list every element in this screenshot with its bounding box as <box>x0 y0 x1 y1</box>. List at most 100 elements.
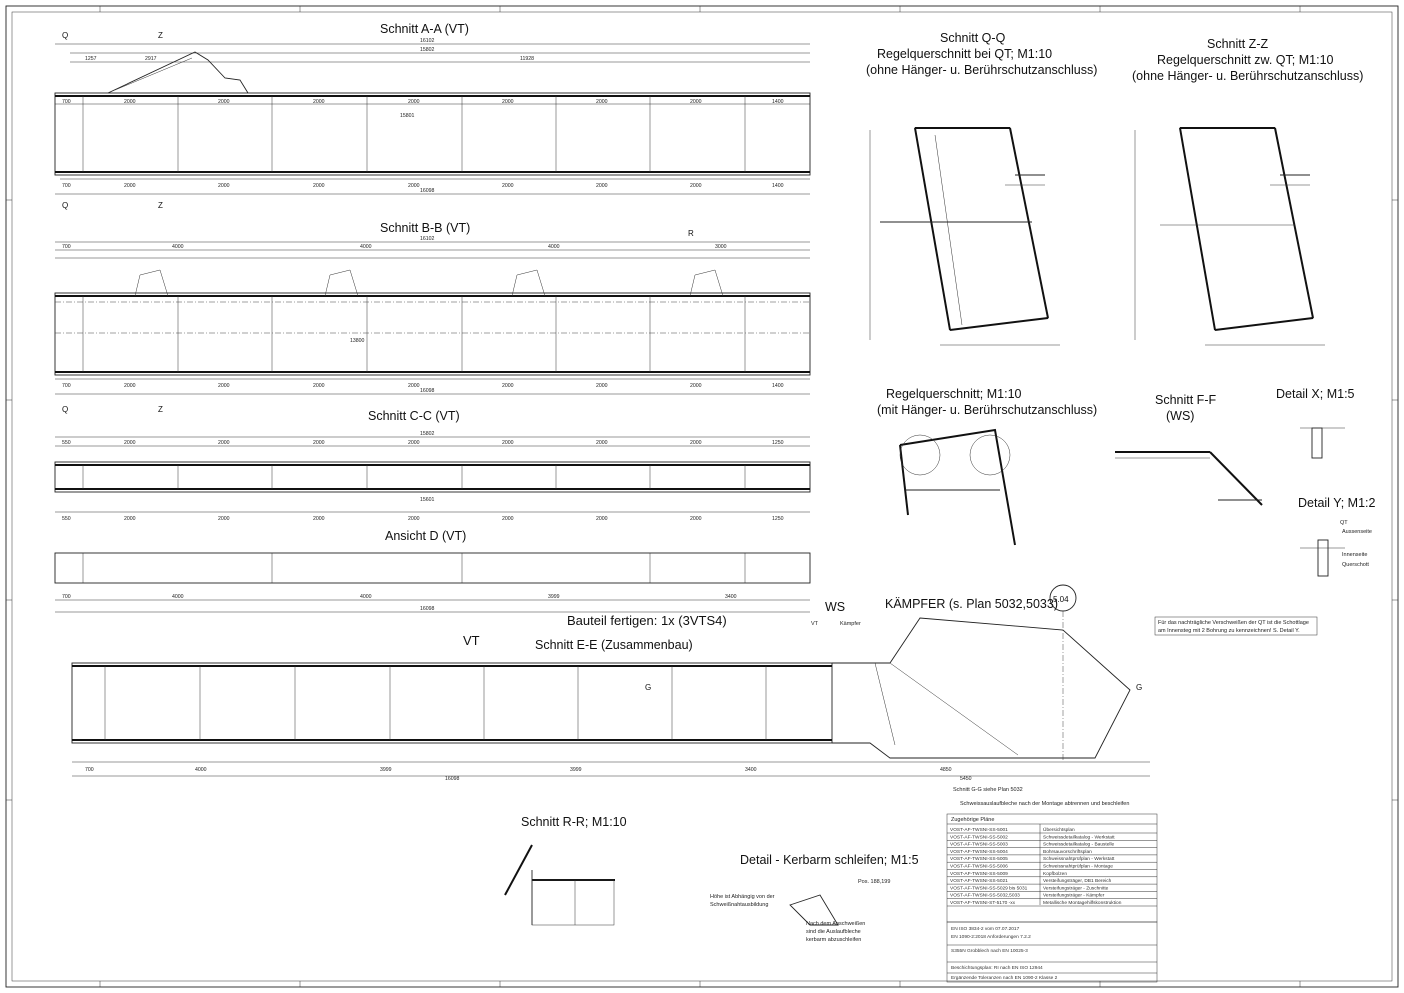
section-mark-z-bb: Z <box>158 405 163 414</box>
dim-aa-2: 2917 <box>145 56 157 62</box>
title-zz-1: Schnitt Z-Z <box>1207 37 1268 51</box>
svg-text:Querschott: Querschott <box>1342 562 1369 568</box>
dim-aa-inner: 15802 <box>420 47 435 53</box>
svg-text:QT: QT <box>1340 520 1348 526</box>
svg-text:2000: 2000 <box>408 183 420 189</box>
svg-text:2000: 2000 <box>408 383 420 389</box>
label-kaempfer-small: Kämpfer <box>840 621 861 627</box>
svg-text:Ergänzende Toleranzen nach EN: Ergänzende Toleranzen nach EN 1090-2 Kla… <box>951 975 1058 981</box>
section-mark-z-bottom: Z <box>158 201 163 210</box>
plan-number: VOST-AF-TWSNI-SS-5006 <box>950 864 1008 870</box>
svg-text:Schweißnahtausbildung: Schweißnahtausbildung <box>710 902 768 908</box>
plan-number: VOST-AF-TWSNI-SS-5021 <box>950 878 1008 884</box>
svg-text:4850: 4850 <box>940 767 952 773</box>
title-rq-2: (mit Hänger- u. Berührschutzanschluss) <box>877 403 1097 417</box>
section-mark-g-right: G <box>1136 683 1142 692</box>
svg-text:Nach dem Anschweißen: Nach dem Anschweißen <box>806 921 865 927</box>
svg-text:S355N Grobblech nach EN 10025-: S355N Grobblech nach EN 10025-3 <box>951 948 1028 954</box>
svg-text:Schnitt G-G siehe Plan 5032: Schnitt G-G siehe Plan 5032 <box>953 787 1023 793</box>
dim-bb-total: 16102 <box>420 236 435 242</box>
title-schnitt-aa: Schnitt A-A (VT) <box>380 22 469 36</box>
svg-text:3400: 3400 <box>725 594 737 600</box>
svg-text:1400: 1400 <box>772 183 784 189</box>
svg-text:2000: 2000 <box>313 383 325 389</box>
svg-text:2000: 2000 <box>124 383 136 389</box>
plan-description: Versteifungsträger, DB1 Bereich <box>1043 878 1112 884</box>
dim-bb-mid: 13800 <box>350 338 365 344</box>
plan-description: Schweissnahtprüfplan - Montage <box>1043 864 1113 870</box>
view-schnitt-bb: Schnitt B-B (VT) 16102 700 4000 4000 400… <box>54 221 811 414</box>
view-schnitt-rr: Schnitt R-R; M1:10 <box>504 815 627 926</box>
svg-text:2000: 2000 <box>408 516 420 522</box>
sheet-frame <box>5 5 1399 988</box>
dim-bb-bottom: 16098 <box>420 388 435 394</box>
plan-number: VOST-AF-TWSNI-ST-5170 -xx <box>950 900 1016 906</box>
svg-text:2000: 2000 <box>690 516 702 522</box>
plan-description: Versteifungsträger - Kämpfer <box>1043 893 1105 899</box>
title-schnitt-rr: Schnitt R-R; M1:10 <box>521 815 627 829</box>
title-schnitt-ee: Schnitt E-E (Zusammenbau) <box>535 638 693 652</box>
plan-number: VOST-AF-TWSNI-SS-5002 <box>950 834 1008 840</box>
svg-text:2000: 2000 <box>596 440 608 446</box>
title-block: EN ISO 3834-2 vom 07.07.2017 EN 1090-2:2… <box>946 921 1158 983</box>
section-mark-z: Z <box>158 31 163 40</box>
dim-ee-total: 16098 <box>445 776 460 782</box>
plan-number: VOST-AF-TWSNI-SS-5005 <box>950 856 1008 862</box>
svg-text:3999: 3999 <box>570 767 582 773</box>
svg-text:2000: 2000 <box>313 183 325 189</box>
svg-text:1400: 1400 <box>772 383 784 389</box>
plan-description: Schweissnahtprüfplan - Werkstatt <box>1043 856 1115 862</box>
view-detail-kerbarm: Detail - Kerbarm schleifen; M1:5 Höhe is… <box>710 853 919 943</box>
dim-cc-total: 15802 <box>420 431 435 437</box>
view-ansicht-d: Ansicht D (VT) 700 4000 4000 3999 3400 1… <box>54 529 811 613</box>
dim-d-total: 16098 <box>420 606 435 612</box>
svg-text:2000: 2000 <box>313 99 325 105</box>
svg-text:2000: 2000 <box>502 516 514 522</box>
svg-text:2000: 2000 <box>218 516 230 522</box>
label-kaempfer: KÄMPFER (s. Plan 5032,5033) <box>885 597 1058 611</box>
dim-aa-1: 1257 <box>85 56 97 62</box>
view-schnitt-ee: Bauteil fertigen: 1x (3VTS4) VT Schnitt … <box>71 584 1150 782</box>
dim-ee-total2: 5450 <box>960 776 972 782</box>
note-qt-box: Für das nachträgliche Verschweißen der Q… <box>1154 616 1318 636</box>
svg-text:3400: 3400 <box>745 767 757 773</box>
section-mark-q-bottom: Q <box>62 201 68 210</box>
svg-text:kerbarm abzuschleifen: kerbarm abzuschleifen <box>806 937 861 943</box>
svg-text:Zugehörige Pläne: Zugehörige Pläne <box>951 817 994 823</box>
svg-text:2000: 2000 <box>690 440 702 446</box>
plan-description: Schweissdetailkatalog - Baustelle <box>1043 842 1115 848</box>
aa-field-dims: 700 2000 2000 2000 2000 2000 2000 2000 1… <box>62 99 784 189</box>
svg-text:2000: 2000 <box>313 516 325 522</box>
svg-text:Höhe ist Abhängig von der: Höhe ist Abhängig von der <box>710 894 775 900</box>
svg-text:Für das nachträgliche Verschwe: Für das nachträgliche Verschweißen der Q… <box>1158 620 1309 626</box>
plan-number: VOST-AF-TWSNI-SS-5029 bis 5031 <box>950 885 1028 891</box>
bb-field-dims: 700 2000 2000 2000 2000 2000 2000 2000 1… <box>62 383 784 389</box>
svg-text:4000: 4000 <box>172 244 184 250</box>
svg-text:2000: 2000 <box>690 383 702 389</box>
view-schnitt-aa: Schnitt A-A (VT) 16102 15802 1257 2917 1… <box>54 22 811 210</box>
svg-text:550: 550 <box>62 516 71 522</box>
dim-aa-mid: 15801 <box>400 113 415 119</box>
plan-description: Bohrsauvorschriftsplan <box>1043 849 1092 855</box>
label-vt-small: VT <box>811 621 819 627</box>
view-schnitt-qq: Schnitt Q-Q Regelquerschnitt bei QT; M1:… <box>866 31 1097 346</box>
section-mark-q-bb: Q <box>62 405 68 414</box>
svg-text:2000: 2000 <box>124 440 136 446</box>
dim-cc-mid: 15601 <box>420 497 435 503</box>
plan-description: Übersichtsplan <box>1043 826 1075 833</box>
view-schnitt-zz: Schnitt Z-Z Regelquerschnitt zw. QT; M1:… <box>1132 37 1363 346</box>
svg-text:3999: 3999 <box>548 594 560 600</box>
plan-description: Kopfbolzen <box>1043 871 1067 877</box>
svg-text:2000: 2000 <box>218 99 230 105</box>
title-ff-1: Schnitt F-F <box>1155 393 1216 407</box>
svg-text:EN 1090-2:2018 Anforderungen 7: EN 1090-2:2018 Anforderungen 7.2.2 <box>951 934 1031 940</box>
svg-text:sind die Auslaufbleche: sind die Auslaufbleche <box>806 929 861 935</box>
title-zz-3: (ohne Hänger- u. Berührschutzanschluss) <box>1132 69 1363 83</box>
svg-text:4000: 4000 <box>360 244 372 250</box>
label-vt: VT <box>463 633 480 648</box>
svg-text:2000: 2000 <box>124 516 136 522</box>
svg-text:Schweissauslaufbleche nach der: Schweissauslaufbleche nach der Montage a… <box>960 801 1129 807</box>
svg-text:2000: 2000 <box>218 183 230 189</box>
svg-text:700: 700 <box>62 244 71 250</box>
svg-text:1250: 1250 <box>772 516 784 522</box>
